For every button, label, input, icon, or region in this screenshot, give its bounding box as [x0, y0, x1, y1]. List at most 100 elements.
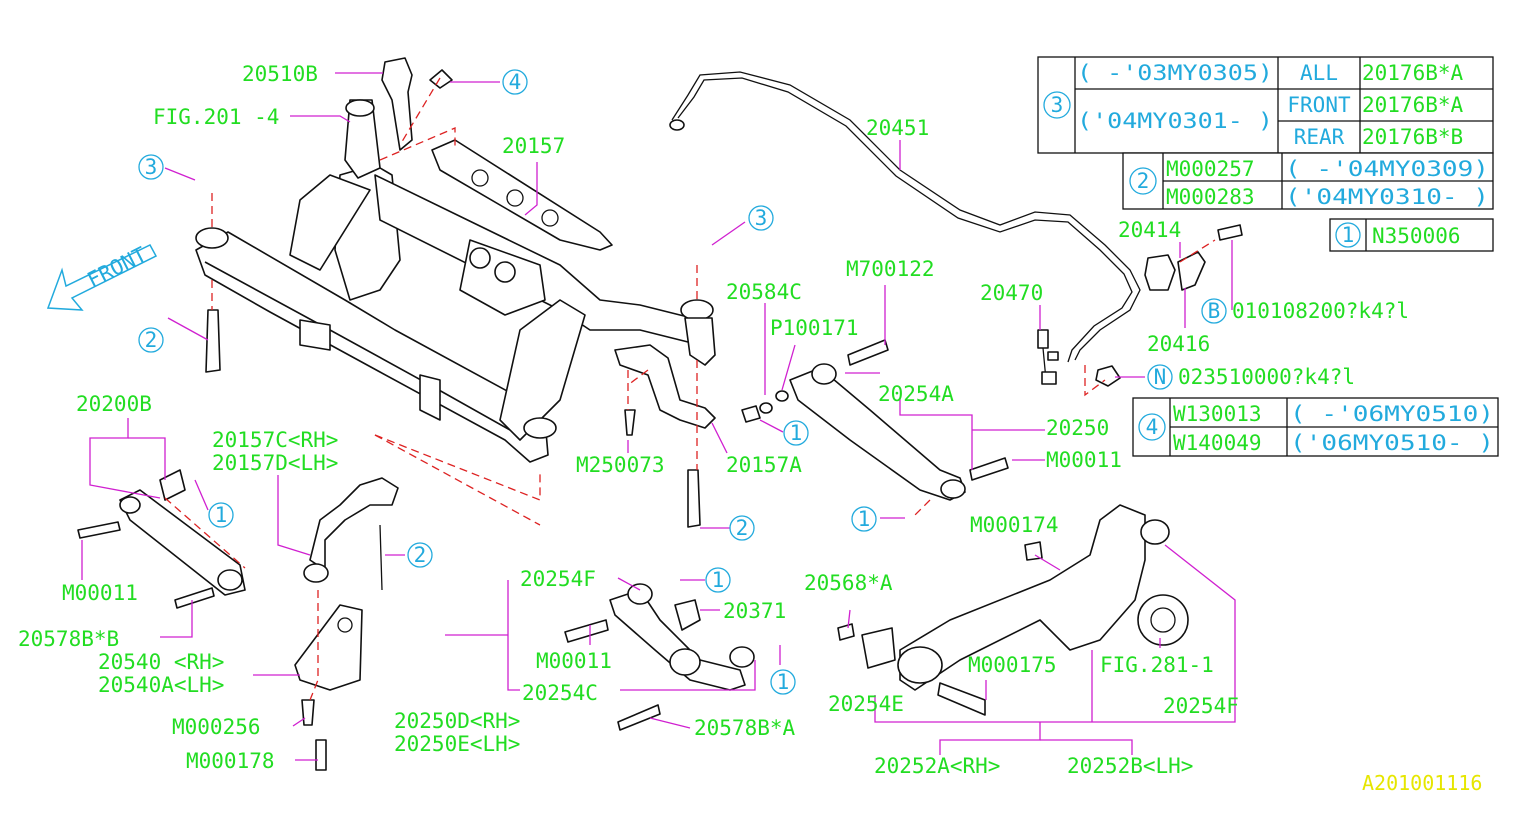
callout-20252A[interactable]: 20252A<RH> — [874, 754, 1000, 778]
ref-circle-text: 3 — [145, 155, 158, 179]
ref-circle-text: 2 — [414, 543, 427, 567]
callout-fig-201-4[interactable]: FIG.201 -4 — [153, 105, 279, 129]
callout-20250D[interactable]: 20250D<RH> — [394, 709, 520, 733]
ref-circle-text: 4 — [509, 70, 522, 94]
arm-20254A-drawing — [741, 339, 1009, 501]
callout-20254A[interactable]: 20254A — [878, 382, 954, 406]
bolt-2-drawing — [205, 309, 701, 528]
alignment-dashes — [164, 77, 1216, 701]
trailing-arm-20252-drawing — [837, 504, 1189, 716]
table-cell-type: ALL — [1300, 61, 1338, 85]
callout-20578B-A[interactable]: 20578B*A — [694, 716, 796, 740]
trailing-plate-drawing — [431, 139, 613, 251]
callout-M000256[interactable]: M000256 — [172, 715, 261, 739]
ref-circle-text: B — [1208, 299, 1221, 323]
callout-M250073[interactable]: M250073 — [576, 453, 665, 477]
callout-20157C[interactable]: 20157C<RH> — [212, 428, 338, 452]
callout-20157A[interactable]: 20157A — [726, 453, 802, 477]
table-cell-part[interactable]: 20176B*A — [1362, 93, 1464, 117]
bushing-20414-drawing — [1144, 224, 1243, 291]
ref-circle-4-a: 4 — [502, 69, 528, 95]
ref-circle-3-b: 3 — [748, 205, 774, 231]
callout-20250E[interactable]: 20250E<LH> — [394, 732, 520, 756]
callout-M00011-c[interactable]: M00011 — [536, 649, 612, 673]
arm-20200B-drawing — [77, 469, 246, 609]
arm-20254C-drawing — [564, 583, 755, 731]
table-2-variants: 2 M000257 ( -'04MY0309) M000283 ('04MY03… — [1122, 152, 1494, 210]
ref-circle-1-c: 1 — [851, 506, 877, 532]
callout-20254E[interactable]: 20254E — [828, 692, 904, 716]
ref-circle-1-a: 1 — [783, 420, 809, 446]
crossmember-drawing — [195, 99, 716, 463]
table-cell-part[interactable]: W140049 — [1173, 431, 1262, 455]
callout-20250[interactable]: 20250 — [1046, 416, 1109, 440]
table-cell-part[interactable]: M000283 — [1166, 185, 1255, 209]
callout-M00011-a[interactable]: M00011 — [1046, 448, 1122, 472]
callout-20414[interactable]: 20414 — [1118, 218, 1181, 242]
ref-circle-text: 2 — [145, 328, 158, 352]
ref-circle-text: 1 — [858, 507, 871, 531]
ref-circle-text: 1 — [777, 670, 790, 694]
table-cell-range: ('04MY0310- ) — [1285, 185, 1489, 209]
callout-20578B-B[interactable]: 20578B*B — [18, 627, 119, 651]
callout-M700122[interactable]: M700122 — [846, 257, 935, 281]
callout-M000178[interactable]: M000178 — [186, 749, 275, 773]
callout-20451[interactable]: 20451 — [866, 116, 929, 140]
callout-20252B[interactable]: 20252B<LH> — [1067, 754, 1193, 778]
ref-circle-1-e: 1 — [770, 669, 796, 695]
callout-M000175[interactable]: M000175 — [968, 653, 1057, 677]
ref-circle-n: N — [1147, 364, 1173, 390]
table-cell-type: FRONT — [1287, 93, 1351, 117]
callout-nut-n[interactable]: 023510000?k4?l — [1178, 365, 1355, 389]
diagram-reference-code: A201001116 — [1362, 771, 1482, 795]
ref-circle-2-b: 2 — [729, 515, 755, 541]
ref-circle-2-a: 2 — [138, 327, 164, 353]
callout-20254C[interactable]: 20254C — [522, 681, 598, 705]
table-cell-part[interactable]: N350006 — [1372, 224, 1461, 248]
table-key: 4 — [1146, 415, 1159, 439]
table-cell-range: ('04MY0301- ) — [1077, 109, 1273, 133]
table-cell-part[interactable]: 20176B*B — [1362, 125, 1463, 149]
leader-lines — [81, 72, 1236, 761]
link-20470-drawing — [1037, 329, 1121, 387]
ref-circle-1-b: 1 — [208, 502, 234, 528]
callout-20254F-b[interactable]: 20254F — [1163, 694, 1239, 718]
ref-circle-3-a: 3 — [138, 154, 164, 180]
table-cell-range: ( -'06MY0510) — [1290, 402, 1494, 426]
table-3-variants: 3 ( -'03MY0305) ALL 20176B*A ('04MY0301-… — [1037, 56, 1494, 154]
stabilizer-bar-drawing — [669, 71, 1141, 363]
callout-P100171[interactable]: P100171 — [770, 316, 859, 340]
table-cell-range: ( -'03MY0305) — [1077, 61, 1273, 85]
callout-20510B[interactable]: 20510B — [242, 62, 318, 86]
table-cell-part[interactable]: 20176B*A — [1362, 61, 1464, 85]
callout-M000174[interactable]: M000174 — [970, 513, 1059, 537]
table-cell-part[interactable]: M000257 — [1166, 157, 1255, 181]
callout-bolt-b[interactable]: 010108200?k4?l — [1232, 299, 1409, 323]
callout-labels: 20510B FIG.201 -4 20157 20451 20414 2041… — [18, 62, 1482, 795]
lateral-link-20157C-drawing — [303, 477, 399, 591]
callout-20540A[interactable]: 20540A<LH> — [98, 673, 224, 697]
callout-20200B[interactable]: 20200B — [76, 392, 152, 416]
callout-fig-281-1[interactable]: FIG.281-1 — [1100, 653, 1214, 677]
callout-20157D[interactable]: 20157D<LH> — [212, 451, 338, 475]
callout-20371[interactable]: 20371 — [723, 599, 786, 623]
ref-circle-text: 3 — [755, 206, 768, 230]
table-cell-part[interactable]: W130013 — [1173, 402, 1262, 426]
callout-20540[interactable]: 20540 <RH> — [98, 650, 224, 674]
table-4-variants: 4 W130013 ( -'06MY0510) W140049 ('06MY05… — [1132, 397, 1499, 457]
callout-20584C[interactable]: 20584C — [726, 280, 802, 304]
callout-20157[interactable]: 20157 — [502, 134, 565, 158]
table-key: 2 — [1137, 169, 1150, 193]
callout-M00011-b[interactable]: M00011 — [62, 581, 138, 605]
ref-circle-b: B — [1201, 298, 1227, 324]
ref-circle-1-d: 1 — [705, 567, 731, 593]
ref-circle-text: 2 — [736, 516, 749, 540]
callout-20254F-a[interactable]: 20254F — [520, 567, 596, 591]
table-cell-range: ('06MY0510- ) — [1290, 431, 1494, 455]
callout-20470[interactable]: 20470 — [980, 281, 1043, 305]
callout-20568-A[interactable]: 20568*A — [804, 571, 893, 595]
ref-circle-text: 1 — [712, 568, 725, 592]
ref-circle-text: 1 — [790, 421, 803, 445]
callout-20416[interactable]: 20416 — [1147, 332, 1210, 356]
